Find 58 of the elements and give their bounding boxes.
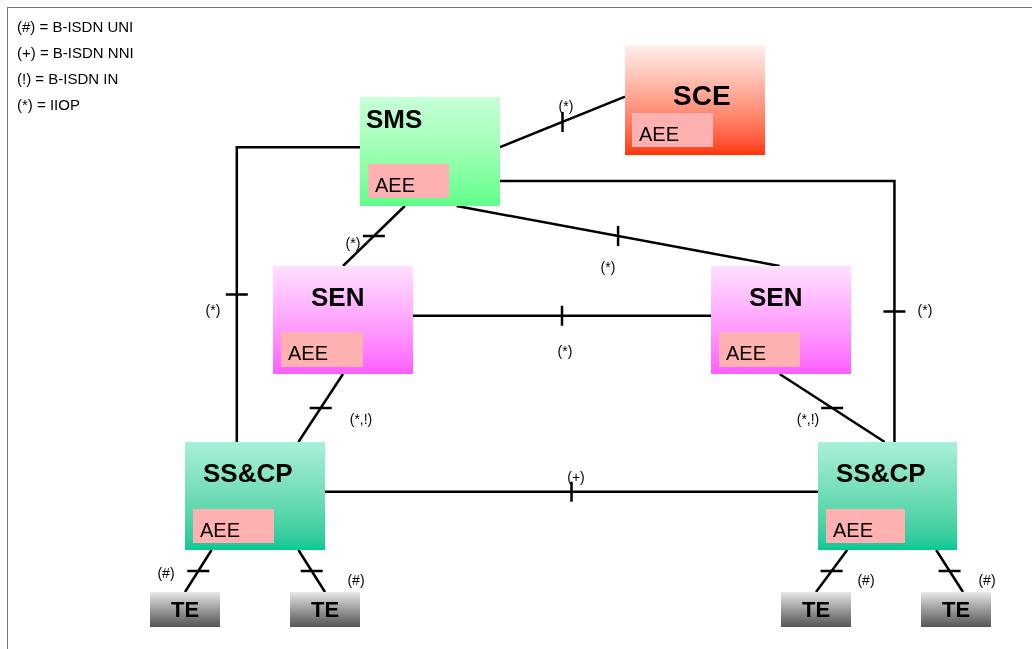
terminal-box: [921, 592, 991, 627]
edge-label: (+): [567, 469, 585, 485]
edge-label: (#): [978, 572, 996, 588]
edge-label: (*,!): [796, 411, 820, 427]
component-box: [818, 442, 957, 550]
connector-line: [455, 204, 781, 268]
node-label: AEE: [374, 173, 416, 197]
legend-text: (#) = B-ISDN UNI: [17, 17, 134, 37]
edge-label: (#): [347, 572, 365, 588]
node-label: SS&CP: [835, 457, 926, 490]
module-box: [281, 332, 363, 367]
edge-label: (*): [557, 343, 573, 359]
node-label: SEN: [310, 281, 365, 314]
connector-line: [297, 372, 345, 444]
node-label: AEE: [832, 518, 874, 542]
connector-line: [814, 548, 849, 594]
connector-line: [778, 372, 886, 444]
connector-line: [224, 145, 362, 444]
component-box: [360, 97, 500, 206]
legend-text: (!) = B-ISDN IN: [17, 69, 120, 89]
node-label: AEE: [287, 341, 329, 365]
connector-line: [297, 548, 327, 594]
node-label: TE: [941, 598, 971, 621]
edge-label: (*): [205, 302, 221, 318]
legend-text: (*) = IIOP: [17, 95, 81, 115]
component-box: [625, 45, 765, 155]
edge-label: (*): [345, 235, 361, 251]
node-label: TE: [170, 598, 200, 621]
node-label: AEE: [638, 122, 680, 146]
terminal-box: [290, 592, 360, 627]
edge-label: (*): [600, 259, 616, 275]
node-label: SMS: [365, 103, 423, 136]
node-label: TE: [310, 598, 340, 621]
node-label: SCE: [672, 79, 731, 113]
module-box: [193, 509, 274, 543]
module-box: [368, 164, 449, 198]
component-box: [185, 442, 325, 550]
connector-line: [341, 204, 407, 268]
component-box: [273, 266, 413, 374]
module-box: [719, 332, 800, 367]
component-box: [711, 266, 851, 374]
connector-line: [183, 548, 213, 594]
edge-label: (#): [857, 572, 875, 588]
terminal-box: [150, 592, 220, 627]
module-box: [826, 509, 905, 543]
legend-text: (+) = B-ISDN NNI: [17, 43, 134, 63]
connector-line: [934, 548, 965, 594]
node-label: SS&CP: [202, 457, 293, 490]
node-label: AEE: [199, 518, 241, 542]
terminal-box: [781, 592, 851, 627]
module-box: [632, 113, 713, 147]
edge-label: (#): [157, 565, 175, 581]
edge-label: (*): [558, 98, 574, 114]
node-label: AEE: [725, 341, 767, 365]
edge-label: (*,!): [349, 411, 373, 427]
edge-label: (*): [917, 302, 933, 318]
node-label: TE: [801, 598, 831, 621]
node-label: SEN: [748, 281, 803, 314]
